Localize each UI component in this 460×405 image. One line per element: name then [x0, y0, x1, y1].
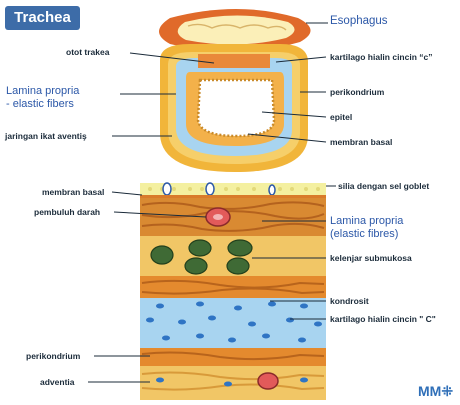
label-epitel: epitel — [330, 112, 352, 122]
label-perikondrium-top: perikondrium — [330, 87, 384, 97]
label-lamina-bottom-1: Lamina propria — [330, 215, 403, 227]
label-lamina-top-1: Lamina propria — [6, 85, 79, 97]
label-jaringan: jaringan ikat aventiş — [5, 131, 87, 141]
adventitia-vessel — [258, 373, 278, 389]
label-kartilago-bottom: kartilago hialin cincin " C" — [330, 314, 436, 324]
basement-membrane — [140, 195, 326, 198]
label-lamina-top-2: - elastic fibers — [6, 98, 74, 110]
logo: MM⁜ — [418, 383, 453, 400]
label-esophagus: Esophagus — [330, 15, 388, 27]
label-kelenjar: kelenjar submukosa — [330, 253, 412, 263]
adventitia — [140, 366, 326, 400]
lumen — [198, 80, 274, 136]
label-otot-trakea: otot trakea — [66, 47, 109, 57]
label-perikondrium-bottom: perikondrium — [26, 351, 80, 361]
label-membran-basal-bottom: membran basal — [42, 187, 104, 197]
label-pembuluh: pembuluh darah — [34, 207, 100, 217]
label-lamina-bottom-2: (elastic fibres) — [330, 228, 398, 240]
label-silia: silia dengan sel goblet — [338, 181, 429, 191]
label-adventia: adventia — [40, 377, 75, 387]
label-membran-basal-top: membran basal — [330, 137, 392, 147]
label-kondrosit: kondrosit — [330, 296, 369, 306]
label-kartilago-top: kartilago hialin cincin “c” — [330, 52, 433, 62]
